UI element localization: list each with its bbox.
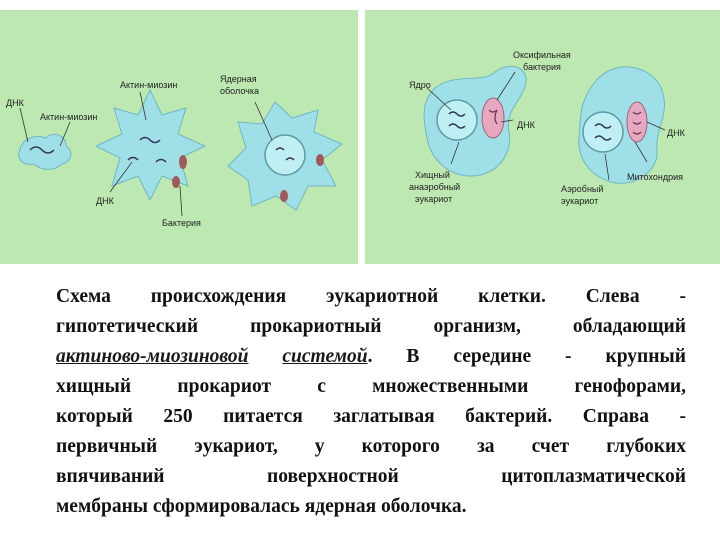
caption-line: гипотетический прокариотный организм, об… bbox=[56, 316, 686, 337]
genophore bbox=[275, 147, 285, 151]
caption-line: который 250 питается заглатывая бактерий… bbox=[56, 406, 686, 427]
caption-line: хищный прокариот с множественными генофо… bbox=[56, 376, 686, 397]
leader-lines bbox=[426, 71, 666, 181]
label-aerobic: Аэробный bbox=[561, 184, 603, 194]
label-oxyphilic-bacterium: бактерия bbox=[523, 62, 561, 72]
label-predator: анаэробный bbox=[409, 182, 460, 192]
engulfed-bacterium bbox=[316, 154, 324, 166]
nucleus bbox=[436, 99, 478, 141]
small-prokaryote-dna bbox=[29, 146, 55, 154]
caption-line-rest: . В середине - крупный bbox=[367, 346, 686, 367]
caption-line: актиново-миозиновой системой. В середине… bbox=[56, 342, 686, 372]
nucleus bbox=[582, 111, 624, 153]
label-dna: ДНК bbox=[517, 120, 536, 130]
right-diagram: Оксифильная бактерия Ядро ДНК ДНК Хищный… bbox=[409, 50, 686, 206]
label-nuclear-envelope: оболочка bbox=[220, 86, 259, 96]
left-diagram: ДНК Актин-миозин Актин-миозин Ядерная об… bbox=[6, 74, 343, 228]
engulfed-bacterium bbox=[172, 176, 180, 188]
star-prokaryote-genophore bbox=[155, 158, 167, 163]
genophore bbox=[285, 157, 295, 161]
label-aerobic: эукариот bbox=[561, 196, 598, 206]
oxyphilic-bacterium bbox=[481, 97, 505, 139]
link-system[interactable]: системой bbox=[282, 346, 368, 367]
star-prokaryote-genophore bbox=[139, 136, 161, 144]
label-dna: ДНК bbox=[6, 98, 25, 108]
label-nucleus: Ядро bbox=[409, 80, 431, 90]
label-dna: ДНК bbox=[96, 196, 115, 206]
left-diagram-panel: ДНК Актин-миозин Актин-миозин Ядерная об… bbox=[0, 10, 358, 264]
label-actin-myosin: Актин-миозин bbox=[120, 80, 177, 90]
caption-line: первичный эукариот, у которого за счет г… bbox=[56, 436, 686, 457]
nucleus-dna bbox=[448, 111, 466, 129]
mitochondrion bbox=[626, 101, 648, 143]
caption-line: Схема происхождения эукариотной клетки. … bbox=[56, 286, 686, 307]
star-prokaryote-cell bbox=[94, 88, 207, 202]
nuclear-envelope bbox=[264, 134, 306, 176]
bacterium-dna bbox=[488, 109, 498, 125]
right-diagram-panel: Оксифильная бактерия Ядро ДНК ДНК Хищный… bbox=[365, 10, 720, 264]
leader-lines bbox=[19, 91, 273, 217]
label-bacterium: Бактерия bbox=[162, 218, 201, 228]
star-prokaryote-genophore bbox=[127, 156, 139, 161]
label-dna: ДНК bbox=[667, 128, 686, 138]
mitochondrion-cristae bbox=[632, 111, 642, 135]
nucleus-dna bbox=[594, 123, 612, 141]
label-predator: эукариот bbox=[415, 194, 452, 204]
caption-line: впячиваний поверхностной цитоплазматичес… bbox=[56, 466, 686, 487]
label-predator: Хищный bbox=[415, 170, 450, 180]
label-oxyphilic-bacterium: Оксифильная bbox=[513, 50, 571, 60]
engulfed-bacterium bbox=[179, 155, 187, 169]
label-mitochondrion: Митохондрия bbox=[627, 172, 683, 182]
label-actin-myosin: Актин-миозин bbox=[40, 112, 97, 122]
link-actin-myosin[interactable]: актиново-миозиновой bbox=[56, 346, 249, 367]
engulfed-bacterium bbox=[280, 190, 288, 202]
caption-text: Схема происхождения эукариотной клетки. … bbox=[56, 282, 686, 522]
caption-line: мембраны сформировалась ядерная оболочка… bbox=[56, 496, 467, 517]
label-nuclear-envelope: Ядерная bbox=[220, 74, 257, 84]
